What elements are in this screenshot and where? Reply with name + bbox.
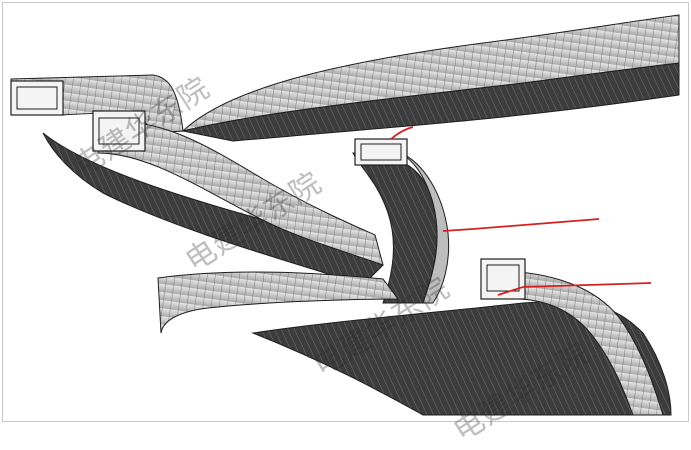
bottom-deck-side (502, 270, 664, 416)
leader-line-middle (442, 218, 600, 232)
lower-loop-underside (42, 132, 384, 286)
lower-band-side (157, 271, 399, 334)
leader-line-lower (497, 282, 652, 296)
lower-loop-side (97, 121, 384, 266)
leader-line-upper (390, 126, 414, 140)
middle-ramp-side (400, 152, 450, 304)
box-girder-section-center (354, 138, 408, 166)
box-girder-section-mid-left (92, 110, 146, 152)
box-girder-section-right (480, 258, 526, 300)
bottom-deck-underside (251, 300, 672, 416)
spiral-bridge-model (10, 14, 680, 416)
upper-deck-side (181, 14, 680, 132)
box-girder-section-left (10, 80, 64, 116)
